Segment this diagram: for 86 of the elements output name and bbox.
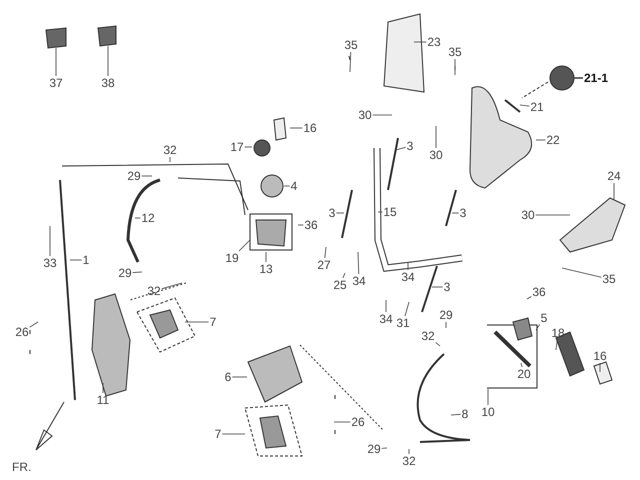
callout-number: 3: [442, 280, 452, 294]
callout-number: 25: [332, 278, 348, 292]
callout-number: 7: [214, 427, 222, 441]
leader-line: [556, 340, 558, 350]
leader-line: [408, 448, 410, 454]
leader-line: [404, 302, 410, 316]
callout-number: 29: [366, 442, 382, 456]
callout-number: 3: [328, 206, 336, 220]
leader-line: [396, 146, 406, 150]
callout-number: 1: [82, 253, 90, 267]
callout-number: 26: [350, 415, 366, 429]
callout-number: 29: [438, 308, 454, 322]
callout-number: 33: [42, 256, 58, 270]
callout-number: 16: [302, 121, 318, 135]
callout-number: 30: [428, 148, 444, 162]
leader-line: [574, 77, 583, 79]
leader-line: [454, 58, 456, 76]
leader-line: [452, 212, 460, 214]
callout-number: 34: [351, 274, 367, 288]
callout-number: 3: [406, 139, 414, 153]
callout-number: 15: [382, 205, 398, 219]
leader-line: [520, 362, 522, 368]
leader-line: [372, 114, 392, 116]
callout-number: 35: [343, 38, 359, 52]
leader-line: [535, 214, 570, 216]
leader-line: [161, 282, 182, 290]
leader-line: [450, 414, 462, 416]
callout-number: 35: [447, 45, 463, 59]
leader-line: [298, 224, 304, 226]
callout-number: 32: [162, 143, 178, 157]
leader-line: [232, 376, 248, 378]
callout-number: 30: [357, 108, 373, 122]
callout-number: 13: [258, 262, 274, 276]
callout-number: 6: [224, 370, 232, 384]
callout-number: 21: [529, 100, 545, 114]
leader-line: [244, 146, 252, 148]
leader-line: [238, 240, 250, 252]
callout-number: 34: [378, 312, 394, 326]
leader-line: [102, 382, 104, 394]
callout-number: 35: [601, 272, 617, 286]
callout-number: 5: [540, 311, 548, 325]
callout-number: 19: [224, 251, 240, 265]
callout-number: 3: [458, 206, 468, 220]
callout-number: 23: [426, 35, 442, 49]
leader-line: [381, 448, 388, 449]
leader-line: [562, 268, 602, 278]
callout-number: 18: [550, 326, 566, 340]
callout-number: 20: [516, 367, 532, 381]
callout-number: 30: [520, 208, 536, 222]
callout-number: 37: [48, 76, 64, 90]
callout-number: 8: [460, 407, 470, 421]
callout-number: 34: [400, 270, 416, 284]
leader-line: [342, 272, 346, 278]
callout-number: 16: [592, 349, 608, 363]
callout-number: 27: [316, 258, 332, 272]
callout-number: 32: [420, 329, 436, 343]
leader-line: [526, 296, 532, 300]
leader-line: [350, 52, 352, 72]
callout-number: 7: [208, 315, 218, 329]
leader-line: [520, 104, 530, 106]
callout-number: 21-1: [582, 71, 610, 85]
leader-line: [336, 212, 344, 214]
leader-line: [132, 272, 142, 273]
callout-number: 17: [229, 140, 245, 154]
leader-line: [29, 322, 38, 328]
callout-number: 32: [146, 284, 162, 298]
callout-number: 36: [303, 218, 319, 232]
leader-line: [435, 342, 440, 346]
callout-number: 10: [480, 405, 496, 419]
direction-label: FR.: [12, 460, 32, 474]
callout-number: 12: [140, 211, 156, 225]
callout-number: 38: [100, 76, 116, 90]
callout-number: 32: [401, 454, 417, 468]
callout-number: 22: [545, 133, 561, 147]
callout-number: 11: [96, 393, 110, 407]
leader-line: [432, 286, 444, 288]
leader-line: [324, 246, 326, 258]
callout-number: 29: [126, 169, 142, 183]
callout-number: 31: [395, 316, 411, 330]
callout-number: 26: [14, 325, 30, 339]
callout-number: 29: [117, 266, 133, 280]
callout-number: 36: [531, 285, 547, 299]
callout-number: 24: [606, 169, 622, 183]
leader-line: [358, 252, 360, 274]
callout-number: 4: [290, 179, 298, 193]
leader-line: [536, 324, 540, 330]
